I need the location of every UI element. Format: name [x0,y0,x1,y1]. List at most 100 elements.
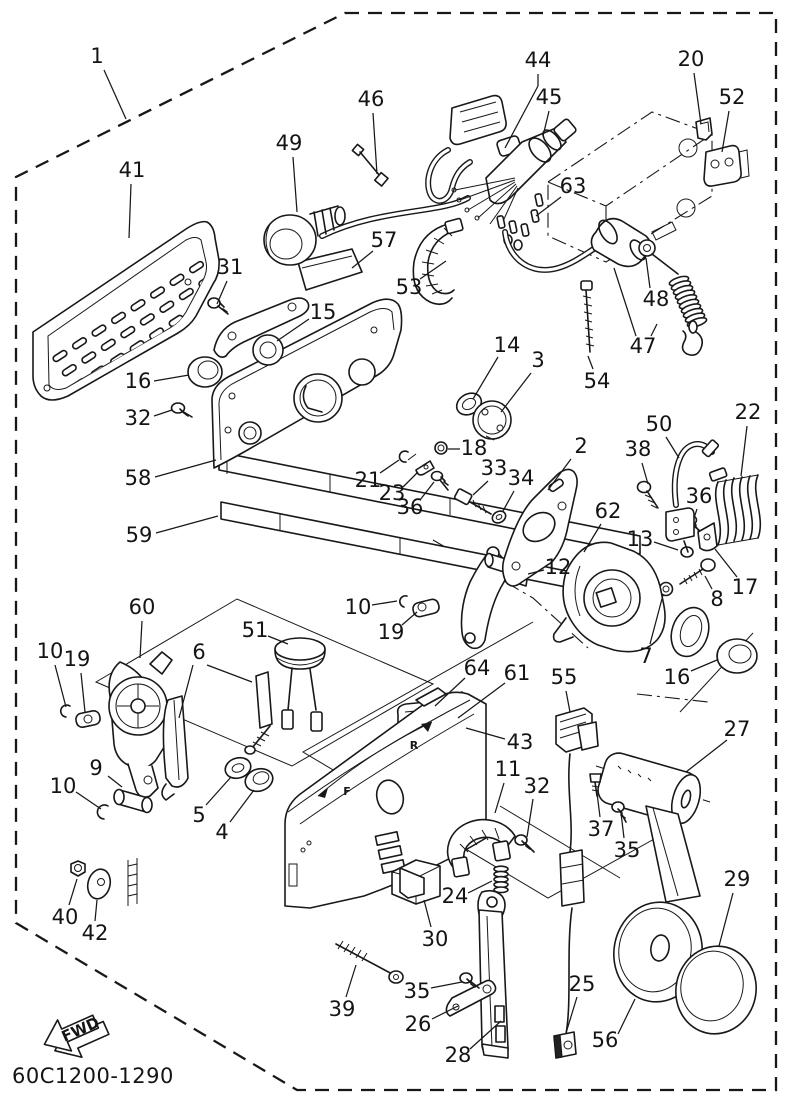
part-callout-22: 22 [735,400,762,424]
leader-line-11 [494,782,505,814]
part-callout-38: 38 [625,437,652,461]
part-callout-32: 32 [125,406,152,430]
part-callout-41: 41 [119,158,146,182]
bolt-39 [335,940,404,984]
part-callout-28: 28 [445,1043,472,1067]
leader-line-9 [107,775,123,788]
leader-line-47 [650,323,658,337]
part-callout-57: 57 [371,228,398,252]
part-callout-56: 56 [592,1028,619,1052]
part-callout-55: 55 [551,665,578,689]
part-callout-51: 51 [242,618,269,642]
main-switch-assembly [425,94,577,229]
leader-line-46 [372,112,378,175]
leader-line-63 [535,196,562,217]
leader-line-25 [565,996,578,1034]
leader-line-61 [457,682,506,719]
shift-direction-indicator: F R [317,721,433,798]
lanyard-48 [638,239,708,356]
bracket-52 [703,144,750,187]
leader-line-49 [292,156,298,213]
screw-31 [207,297,229,315]
leader-line-59 [155,515,219,534]
leader-line-58 [154,459,217,478]
washer-34 [491,510,507,524]
leader-line-62 [583,523,602,553]
part-callout-49: 49 [276,131,303,155]
leader-line-60 [139,620,143,659]
screw-37 [589,773,602,797]
gasket-oval [670,606,710,658]
nut-40 [70,860,86,877]
leaf-springs-22 [714,474,762,546]
leader-line-8 [704,575,713,590]
pin-9 [113,788,153,814]
e-clip-10c [399,595,408,608]
part-callout-25: 25 [569,972,596,996]
washer-42 [86,868,112,900]
part-callout-58: 58 [125,466,152,490]
leader-line-14 [472,356,499,400]
leader-line-47 [613,267,637,337]
part-callout-13: 13 [627,527,654,551]
leader-line-39 [345,964,357,998]
screw-54 [580,280,595,353]
part-callout-3: 3 [531,348,544,372]
cam-11 [446,818,516,878]
leader-line-34 [502,490,515,512]
part-callout-7: 7 [639,644,652,668]
leader-line-17 [714,548,738,578]
screw-35b [459,972,480,989]
clip-20 [695,117,713,141]
fwd-arrow: FWD [43,1013,110,1059]
leader-line-44 [504,85,539,149]
part-callout-33: 33 [481,456,508,480]
wedge-17 [697,522,718,552]
leader-line-10 [371,600,398,606]
part-callout-35: 35 [404,979,431,1003]
leader-line-6 [178,664,194,719]
lever-6 [161,671,273,801]
e-clip-10b [96,804,109,820]
part-callout-36: 36 [397,495,424,519]
plate-57 [297,248,363,291]
e-clip-10a [60,704,71,718]
screw-36a [430,470,449,491]
cable-50 [665,439,728,553]
leader-line-16 [153,374,190,382]
part-callout-10: 10 [50,774,77,798]
callout-layer: 1414946444520526353573148475414315163258… [37,44,762,1067]
spring-24 [493,865,509,894]
leader-line-6 [206,664,253,683]
leader-line-20 [693,72,702,125]
leader-line-56 [617,998,636,1035]
part-callout-14: 14 [494,333,521,357]
clamp-30 [391,859,441,905]
leader-line-36 [419,481,435,501]
part-callout-8: 8 [710,587,723,611]
part-callout-31: 31 [217,255,244,279]
leader-line-35 [430,981,463,989]
leader-line-27 [685,739,728,773]
leader-line-31 [216,280,228,305]
part-callout-27: 27 [724,717,751,741]
leader-line-15 [276,318,310,342]
leader-line-38 [641,462,649,485]
part-callout-43: 43 [507,730,534,754]
stop-switch-47 [590,217,652,268]
leader-line-54 [587,355,594,370]
part-callout-39: 39 [329,997,356,1021]
part-callout-30: 30 [422,927,449,951]
leader-line-5 [205,776,232,806]
leader-line-10 [75,791,102,810]
part-callout-50: 50 [646,412,673,436]
leader-line-55 [565,690,571,713]
part-callout-1: 1 [90,44,103,68]
latch-bracket [213,297,310,358]
screw-35a [611,801,627,823]
leader-line-19 [401,611,418,626]
grommet-16-left [187,356,223,388]
leader-line-24 [467,880,493,894]
handle-grip-29 [675,945,757,1035]
leader-line-26 [431,1005,459,1020]
